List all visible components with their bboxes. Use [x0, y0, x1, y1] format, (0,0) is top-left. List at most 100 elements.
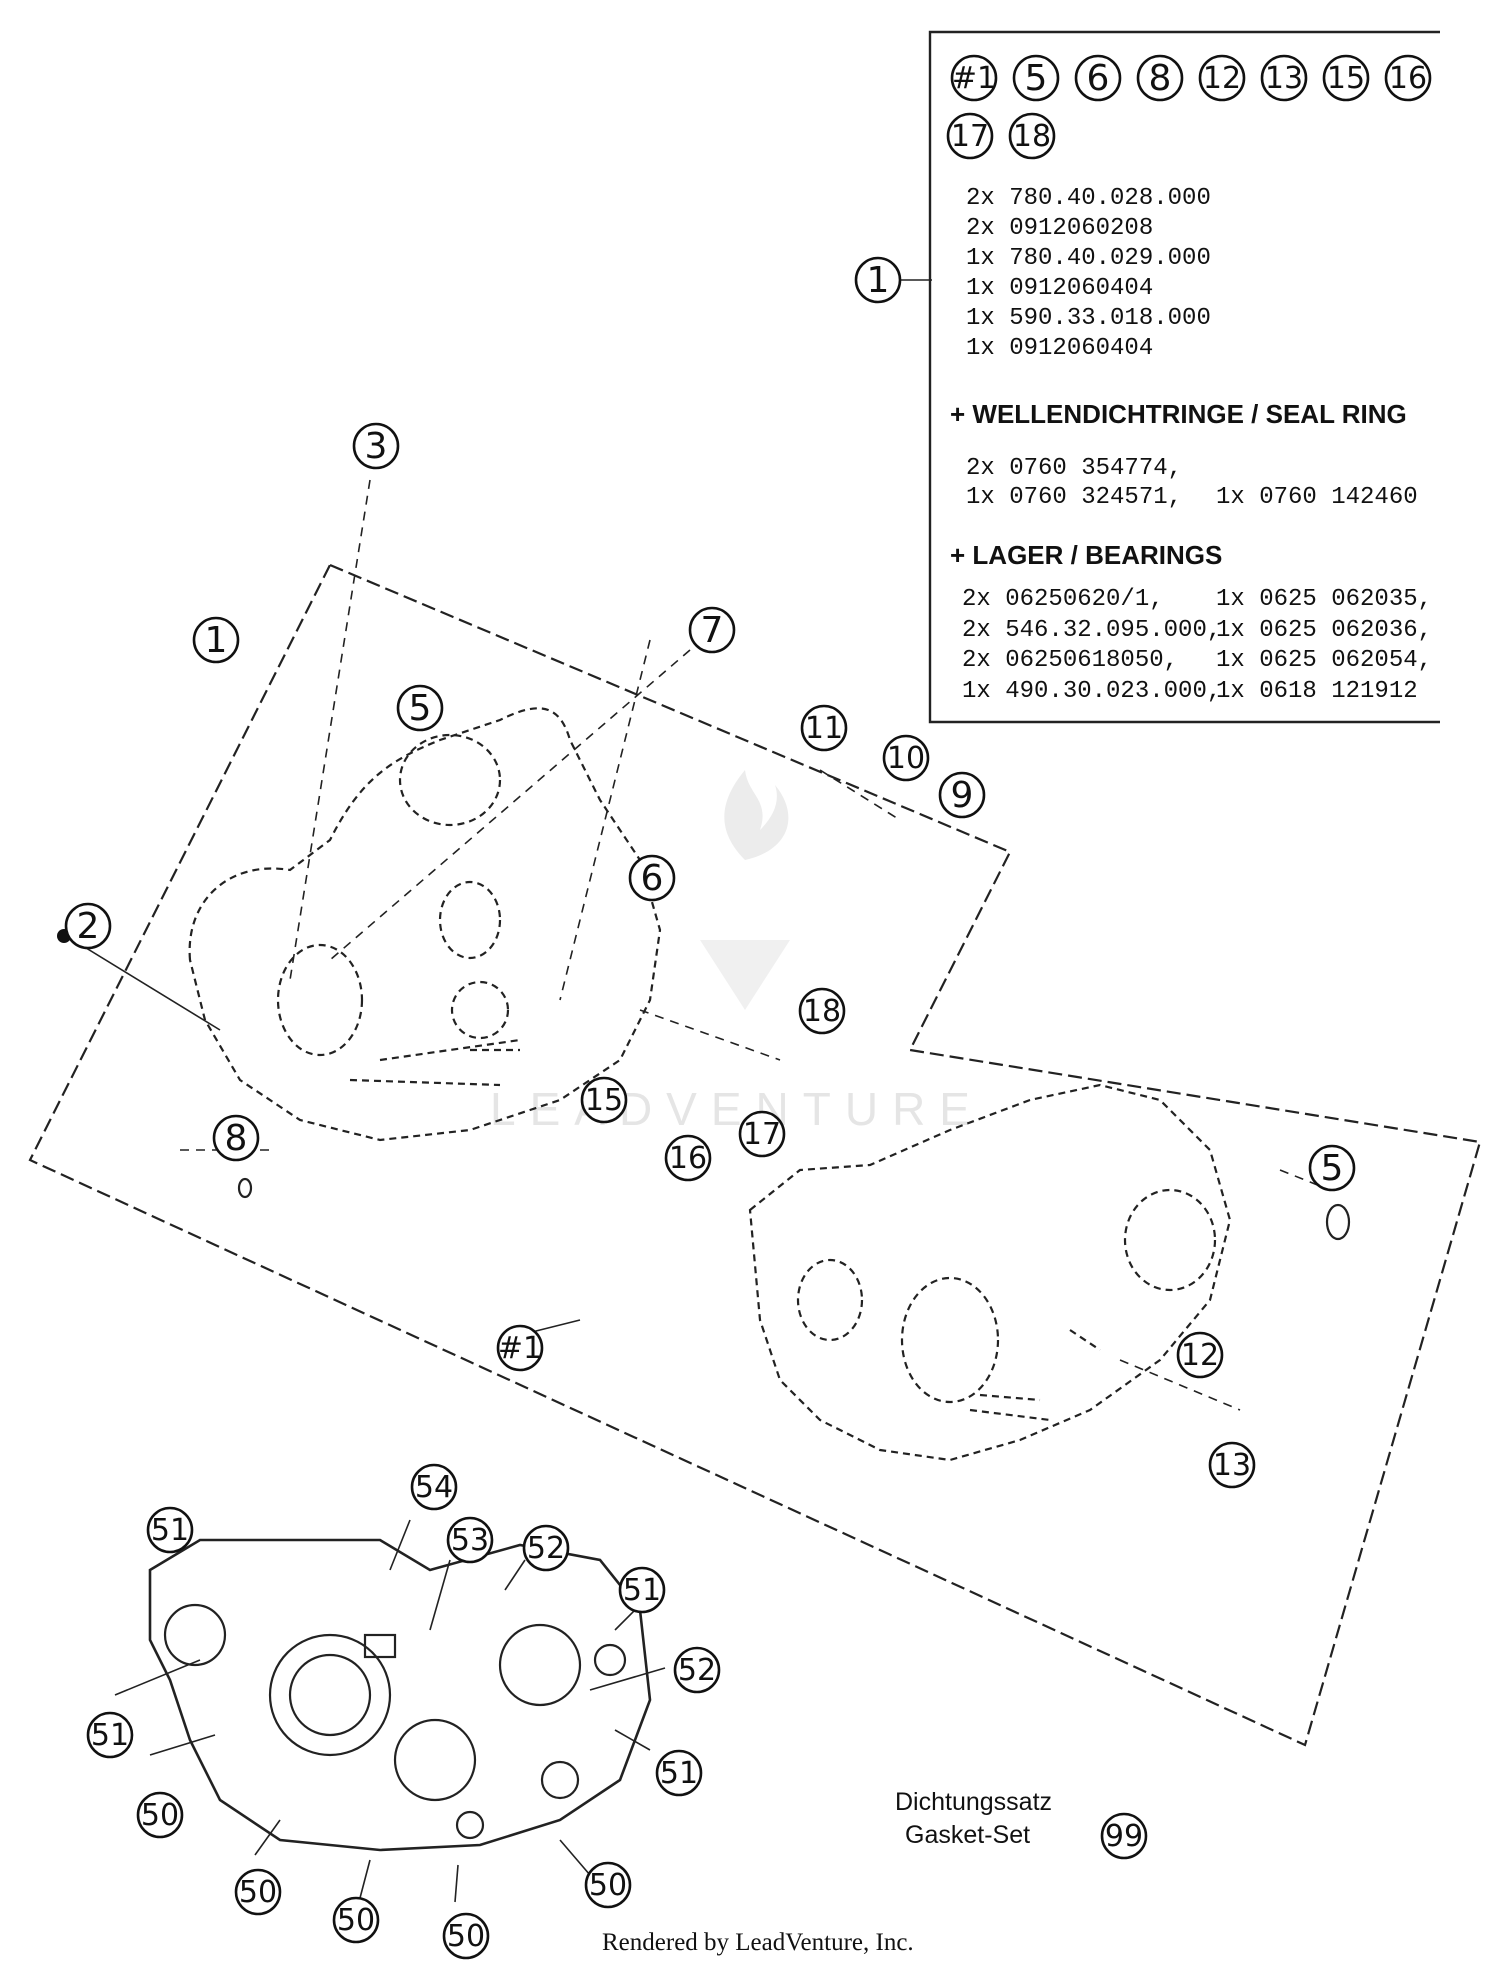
legend-symbol-number: 15 [1327, 61, 1365, 96]
callout-number: 13 [1213, 1448, 1251, 1483]
callout-c51-b: 51 [86, 1711, 134, 1759]
bearing-row-1-a: 2x 546.32.095.000, [962, 617, 1221, 644]
legend-symbol-number: 13 [1265, 61, 1303, 96]
legend-symbol-circle [1322, 54, 1370, 102]
callout-number: 2 [77, 906, 100, 947]
callout-number: 5 [409, 688, 432, 729]
callout-number: 99 [1105, 1819, 1143, 1854]
callout-c99: 99 [1100, 1812, 1148, 1860]
callout-c51-c: 51 [618, 1566, 666, 1614]
callout-c18: 18 [798, 987, 846, 1035]
legend-symbol-number: 16 [1389, 61, 1427, 96]
legend-symbol: 6 [1074, 54, 1122, 102]
bearings-heading: + LAGER / BEARINGS [950, 540, 1222, 570]
watermark-v-icon [700, 940, 790, 1010]
callout-circle [442, 1912, 490, 1960]
watermark-text: LEADVENTURE [490, 1083, 984, 1135]
legend-symbol-number: 6 [1087, 58, 1110, 99]
seal-row-1-b: 1x 0760 142460 [1216, 484, 1418, 511]
bearing-row-0-b: 1x 0625 062035, [1216, 586, 1432, 613]
callout-circle [1208, 1441, 1256, 1489]
callout-c53: 53 [446, 1516, 494, 1564]
callout-number: 51 [623, 1573, 661, 1608]
callout-number: 50 [589, 1868, 627, 1903]
legend-symbol-circle [1008, 112, 1056, 160]
callout-c17: 17 [738, 1110, 786, 1158]
legend-symbol-number: 18 [1013, 119, 1051, 154]
callout-c1-top: 1 [854, 256, 902, 304]
callout-circle [146, 1506, 194, 1554]
callout-circle [688, 606, 736, 654]
callout-circle [352, 422, 400, 470]
legend-symbol-number: 8 [1149, 58, 1172, 99]
callout-circle [212, 1114, 260, 1162]
callout-number: 6 [641, 858, 664, 899]
legend-part-4: 1x 590.33.018.000 [966, 305, 1211, 332]
legend-symbol: #1 [950, 54, 998, 102]
callout-number: 1 [205, 620, 228, 661]
callout-c52-a: 52 [522, 1524, 570, 1572]
seal-ring-heading: + WELLENDICHTRINGE / SEAL RING [950, 399, 1407, 429]
callout-number: 51 [91, 1718, 129, 1753]
callout-c51-a: 51 [146, 1506, 194, 1554]
legend-symbol: 5 [1012, 54, 1060, 102]
callout-c50-b: 50 [234, 1868, 282, 1916]
callout-number: 3 [365, 426, 388, 467]
callout-circle [618, 1566, 666, 1614]
callout-circle [86, 1711, 134, 1759]
legend-symbol: 16 [1384, 54, 1432, 102]
callout-circle [192, 616, 240, 664]
legend-part-list: 2x 780.40.028.000 2x 0912060208 1x 780.4… [966, 185, 1211, 362]
callout-c5-a: 5 [396, 684, 444, 732]
legend-symbol-circle [1198, 54, 1246, 102]
callout-number: 18 [803, 994, 841, 1029]
bearing-row-2-a: 2x 06250618050, [962, 647, 1178, 674]
callout-c6: 6 [628, 854, 676, 902]
callout-circle [628, 854, 676, 902]
bearing-row-3-a: 1x 490.30.023.000, [962, 678, 1221, 705]
legend-symbol-circle [1074, 54, 1122, 102]
callout-circle [938, 771, 986, 819]
legend-symbol-circle [1012, 54, 1060, 102]
callout-number: 5 [1321, 1148, 1344, 1189]
left-crankcase-half [188, 707, 662, 1142]
right-crankcase-half [748, 1083, 1232, 1462]
callout-circle [64, 902, 112, 950]
legend-symbol: 15 [1322, 54, 1370, 102]
legend-part-5: 1x 0912060404 [966, 335, 1153, 362]
callout-number: 51 [660, 1756, 698, 1791]
callout-circle [1176, 1331, 1224, 1379]
callout-circle [396, 684, 444, 732]
callout-number: 50 [141, 1798, 179, 1833]
callout-number: 12 [1181, 1338, 1219, 1373]
callout-circle [446, 1516, 494, 1564]
watermark-flame-icon [724, 770, 789, 860]
callout-number: 16 [669, 1141, 707, 1176]
callout-c7: 7 [688, 606, 736, 654]
legend-part-1: 2x 0912060208 [966, 215, 1153, 242]
gasket-set-drawing [148, 1538, 652, 1852]
legend-symbol: 12 [1198, 54, 1246, 102]
callout-circle [332, 1896, 380, 1944]
callout-circle [136, 1791, 184, 1839]
legend-symbol-number: 12 [1203, 61, 1241, 96]
callout-circle [655, 1749, 703, 1797]
callout-c8: 8 [212, 1114, 260, 1162]
legend-part-2: 1x 780.40.029.000 [966, 245, 1211, 272]
o-ring-8 [237, 1177, 253, 1199]
bearing-row-2-b: 1x 0625 062054, [1216, 647, 1432, 674]
callout-number: 9 [951, 775, 974, 816]
callout-c50-a: 50 [136, 1791, 184, 1839]
callout-c54: 54 [410, 1463, 458, 1511]
legend-symbol-circle [1136, 54, 1184, 102]
bearing-row-1-b: 1x 0625 062036, [1216, 617, 1432, 644]
callout-number: 52 [527, 1531, 565, 1566]
callout-circle [664, 1134, 712, 1182]
legend-symbol-circle [1384, 54, 1432, 102]
callout-c11: 11 [800, 704, 848, 752]
callout-circle [673, 1646, 721, 1694]
callout-c15: 15 [580, 1076, 628, 1124]
